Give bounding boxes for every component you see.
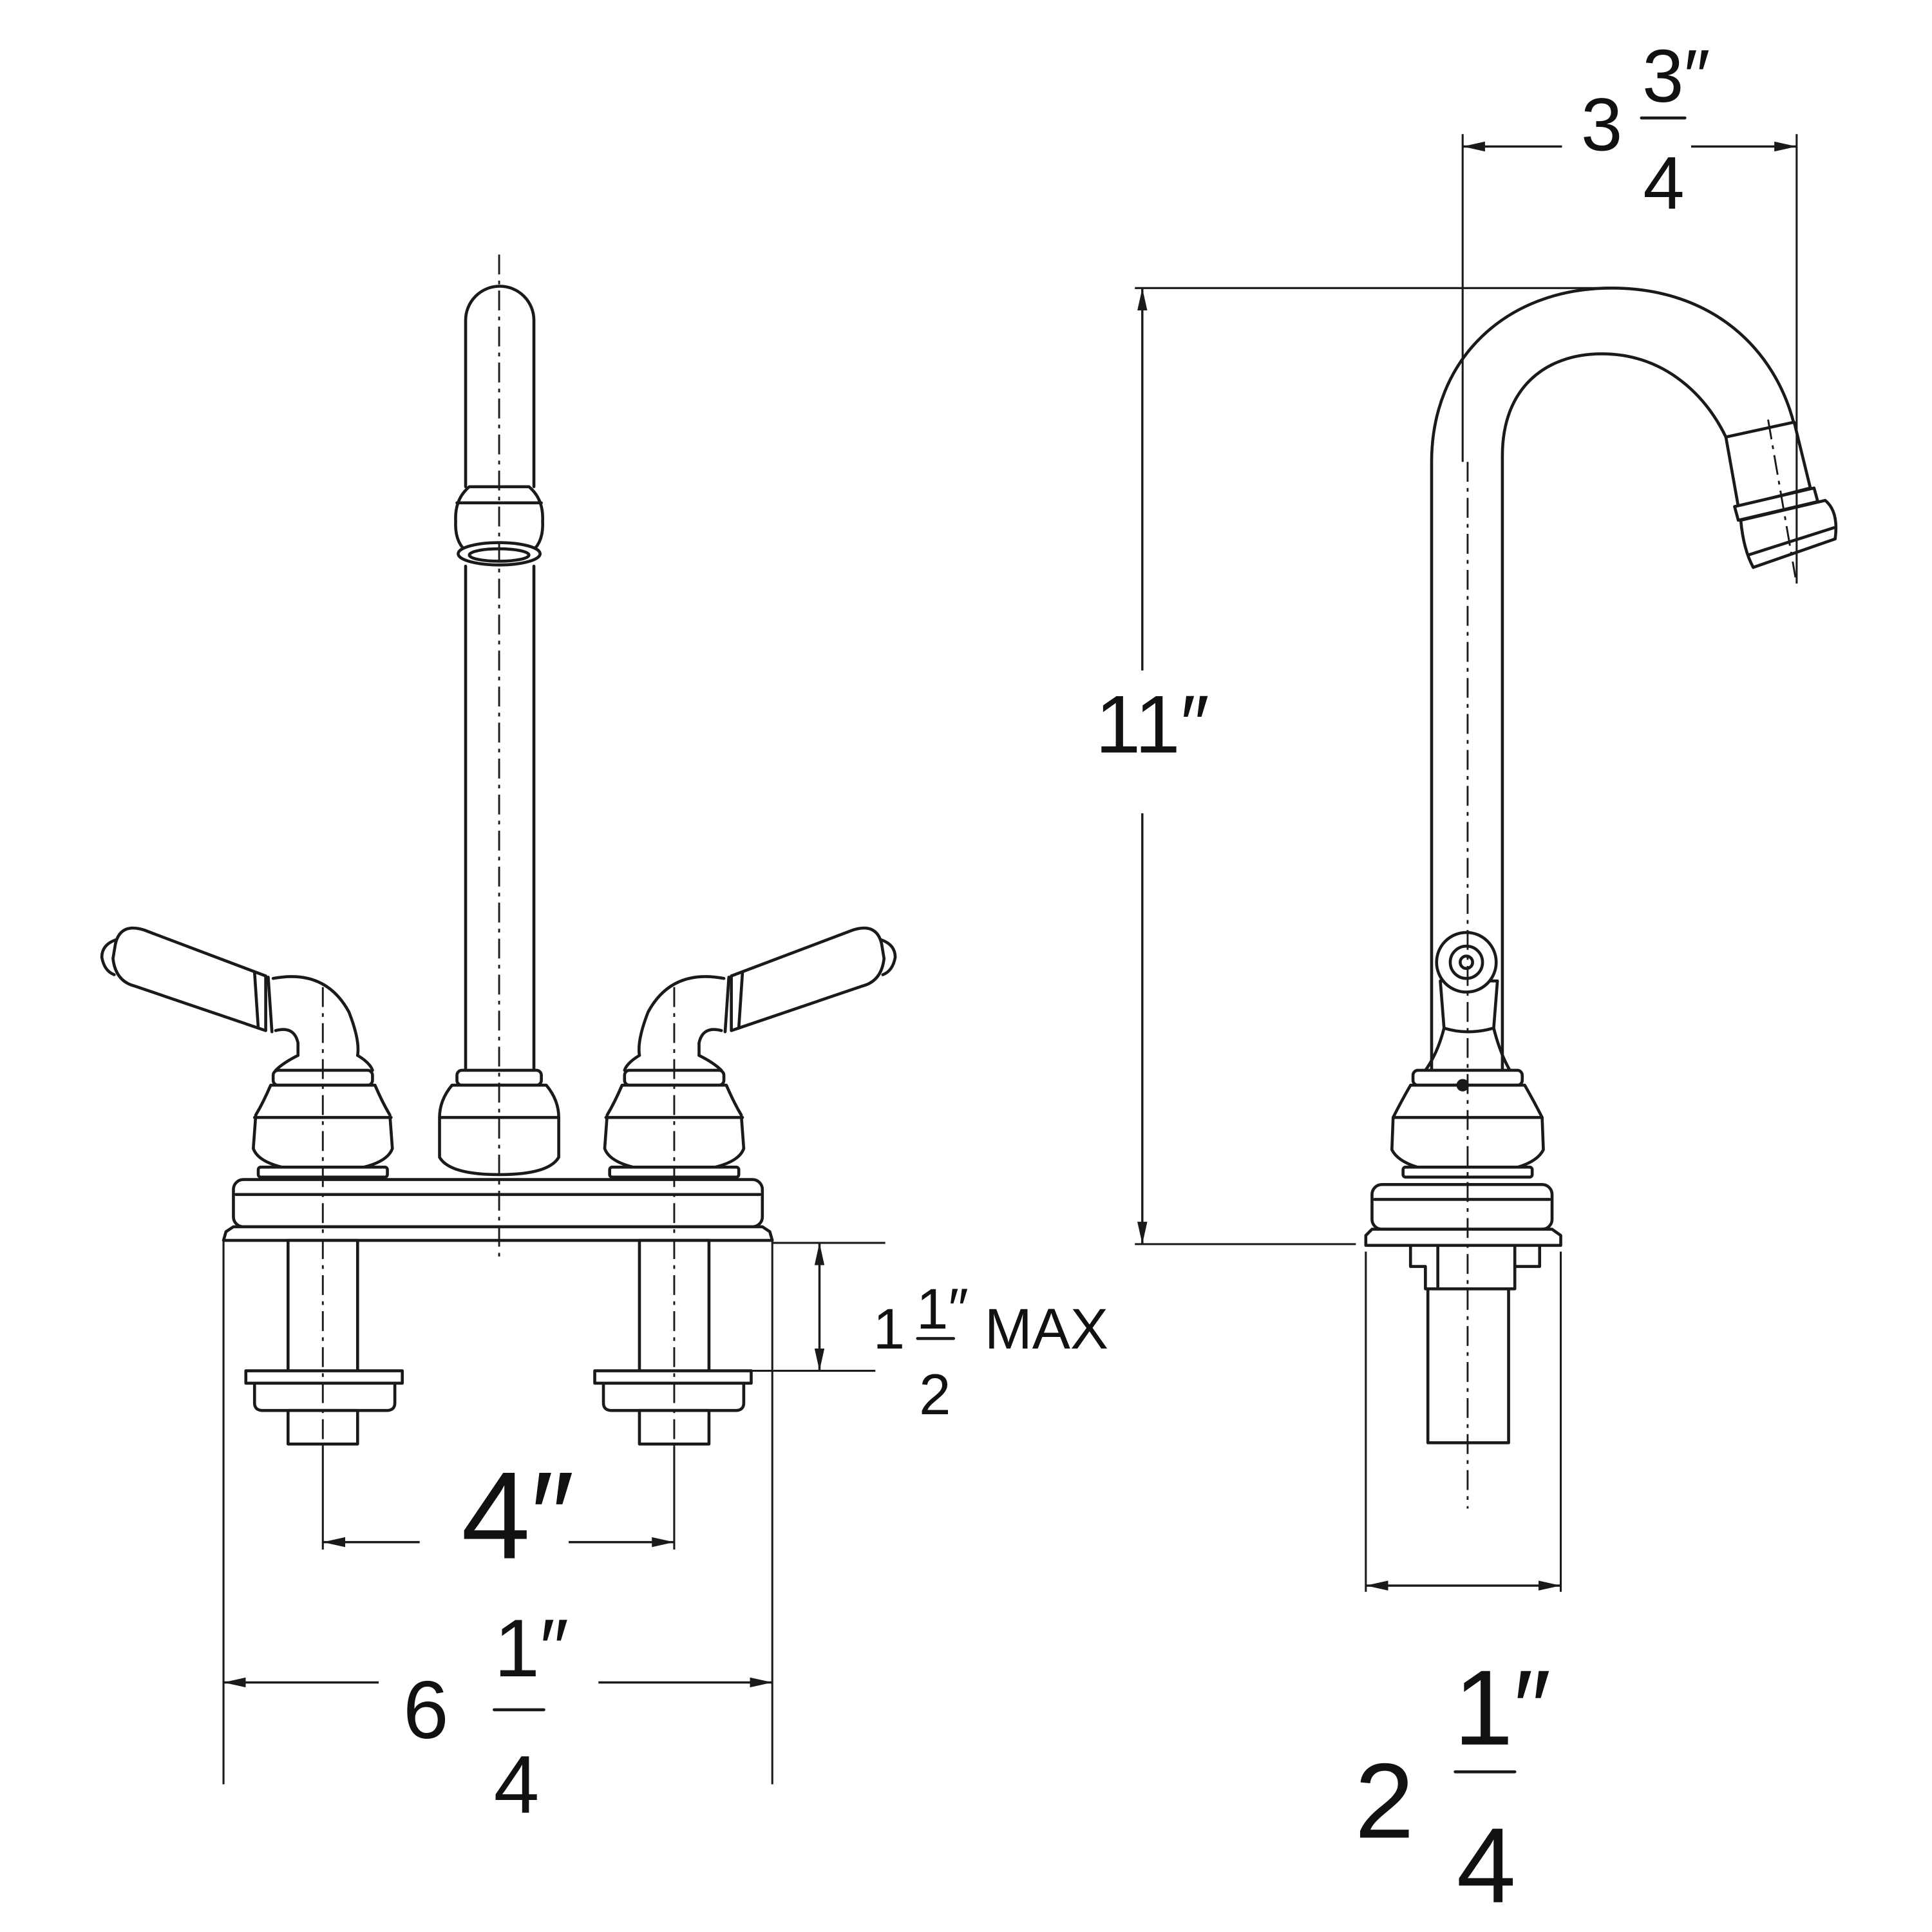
height-label: 11″ — [1095, 678, 1209, 770]
deck-thickness-dimension: 1 1″ 2 MAX — [714, 1242, 1108, 1426]
shank-bracket — [1408, 1244, 1542, 1291]
handle-neck-side — [1424, 1027, 1511, 1072]
side-shank — [1408, 1244, 1542, 1444]
base-depth-numerator: 1″ — [1454, 1649, 1551, 1768]
handle-lever-ring — [737, 971, 744, 1030]
base-depth-denominator: 4 — [1457, 1806, 1516, 1926]
handle-neck — [637, 975, 726, 1057]
base-width-dimension: 6 1″ 4 — [222, 1242, 773, 1830]
height-dimension: 11″ — [1095, 287, 1612, 1245]
base-width-whole: 6 — [403, 1664, 449, 1756]
nut-plate — [593, 1369, 753, 1385]
deck-plate-flange — [1364, 1227, 1562, 1247]
aerator-band — [1747, 526, 1835, 557]
handle-lever-tip — [100, 938, 117, 976]
spout-reach-denominator: 4 — [1643, 141, 1684, 225]
front-deck-plate — [222, 1178, 774, 1242]
front-left-shank — [244, 1238, 404, 1446]
gooseneck-inner — [1501, 352, 1728, 1072]
side-deck-plate — [1364, 1183, 1562, 1247]
front-right-handle — [603, 926, 897, 1179]
deck-thickness-whole: 1 — [873, 1297, 905, 1361]
handle-lever — [111, 926, 267, 1032]
deck-thickness-numerator: 1″ — [916, 1277, 969, 1341]
handle-knob — [1435, 931, 1498, 994]
front-left-handle — [100, 926, 394, 1179]
front-spout — [438, 285, 560, 1177]
nut-body — [252, 1381, 397, 1412]
deck-thickness-max-label: MAX — [985, 1297, 1108, 1361]
side-view: 3 3″ 4 11″ 2 1″ 4 — [1095, 34, 1838, 1926]
deck-plate-flange — [222, 1225, 774, 1242]
side-handle — [1424, 931, 1511, 1072]
center-spacing-label: 4″ — [461, 1446, 574, 1585]
spout-upper-tube — [464, 285, 536, 489]
center-spacing-dimension: 4″ — [321, 1446, 676, 1585]
nut-plate — [244, 1369, 404, 1385]
spout-reach-numerator: 3″ — [1642, 34, 1710, 118]
handle-lever-tip — [880, 938, 897, 976]
base-depth-whole: 2 — [1355, 1741, 1414, 1861]
handle-neck-flare — [623, 1054, 723, 1072]
handle-neck-flare — [274, 1054, 374, 1072]
handle-lever-ring — [252, 971, 260, 1030]
spout-reach-whole: 3 — [1581, 82, 1622, 166]
front-right-shank — [593, 1238, 753, 1446]
deck-thickness-denominator: 2 — [919, 1363, 951, 1426]
handle-lever-ring — [267, 976, 274, 1034]
handle-neck — [271, 975, 360, 1057]
deck-plate-body — [1370, 1183, 1554, 1231]
handle-lever — [730, 926, 886, 1032]
deck-plate-body — [232, 1178, 764, 1229]
base-width-denominator: 4 — [494, 1739, 540, 1830]
handle-knob-center — [1459, 954, 1474, 971]
handle-knob-ring — [1448, 944, 1484, 980]
base-set-screw — [1456, 1079, 1469, 1092]
front-view: 4″ 6 1″ 4 1 1″ 2 MAX — [100, 254, 1108, 1830]
handle-lever-ring — [723, 976, 731, 1034]
base-depth-dimension: 2 1″ 4 — [1355, 1251, 1562, 1926]
spout-reach-dimension: 3 3″ 4 — [1461, 34, 1798, 584]
spout-tip-center-line — [1767, 419, 1797, 578]
base-width-numerator: 1″ — [494, 1602, 569, 1694]
